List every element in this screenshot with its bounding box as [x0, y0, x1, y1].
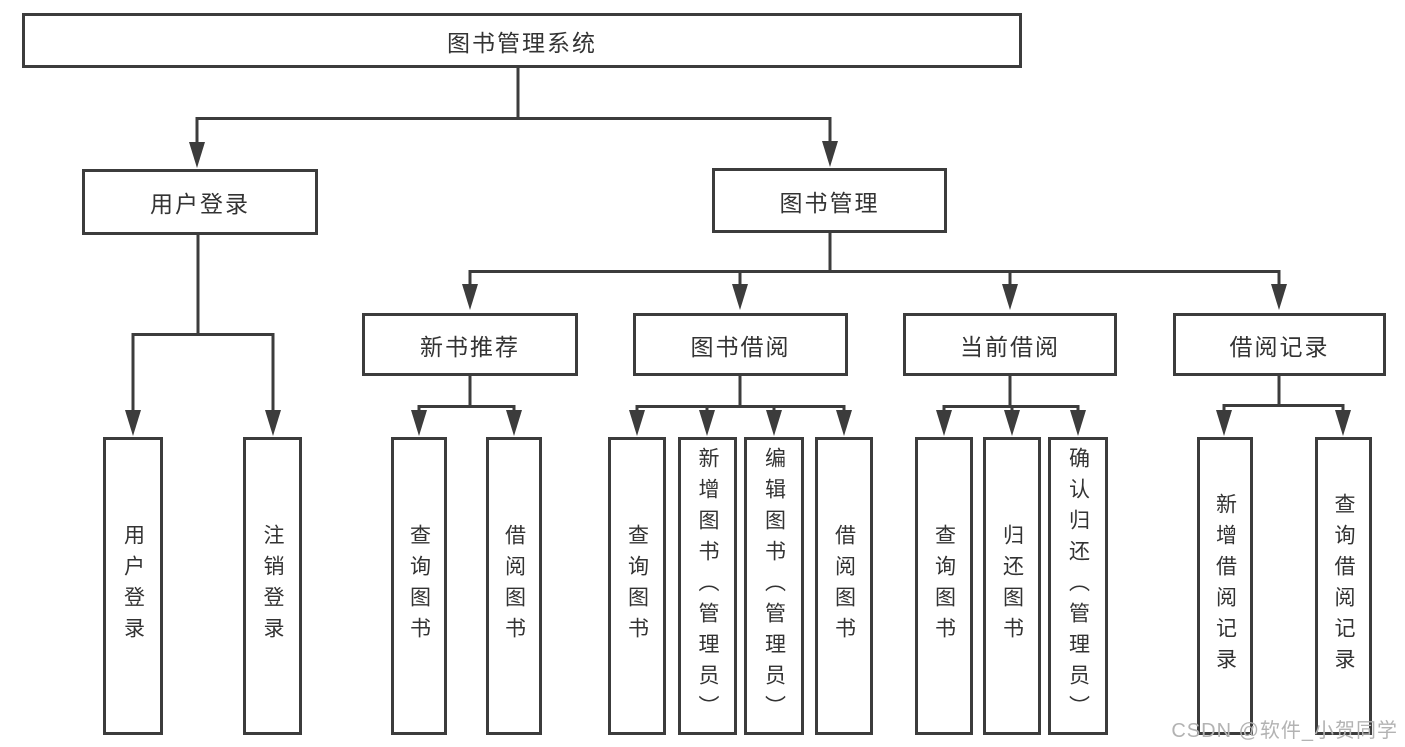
node-leaf-borrow-query-books-label: 查询图书 [625, 524, 649, 648]
node-leaf-current-return-books-label: 归还图书 [1000, 524, 1024, 648]
node-borrow-records: 借阅记录 [1173, 313, 1386, 376]
connector-recommend-to-children [411, 376, 522, 436]
node-book-borrow-label: 图书借阅 [690, 333, 791, 360]
node-user-login-label: 用户登录 [150, 191, 250, 217]
node-leaf-records-add-record: 新增借阅记录 [1197, 437, 1253, 735]
connector-current-to-children [936, 376, 1086, 436]
node-leaf-recommend-query-books-label: 查询图书 [407, 524, 431, 648]
node-leaf-borrow-borrow-books: 借阅图书 [815, 437, 873, 735]
node-root-label: 图书管理系统 [447, 29, 597, 56]
node-leaf-logout-label: 注销登录 [261, 524, 284, 648]
node-leaf-borrow-borrow-books-label: 借阅图书 [832, 524, 856, 648]
node-user-login: 用户登录 [82, 169, 318, 235]
node-leaf-records-add-record-label: 新增借阅记录 [1213, 493, 1237, 679]
node-leaf-borrow-add-books-admin: 新增图书（管理员） [678, 437, 737, 735]
node-leaf-user-login-label: 用户登录 [121, 524, 145, 648]
node-current-borrow: 当前借阅 [903, 313, 1117, 376]
connector-bookmgmt-to-level3 [462, 233, 1287, 310]
node-leaf-user-login: 用户登录 [103, 437, 163, 735]
node-leaf-borrow-add-books-admin-label: 新增图书（管理员） [696, 446, 719, 726]
node-leaf-recommend-query-books: 查询图书 [391, 437, 447, 735]
node-root: 图书管理系统 [22, 13, 1022, 68]
csdn-watermark: CSDN @软件_小贺同学 [1171, 720, 1398, 742]
node-leaf-recommend-borrow-books-label: 借阅图书 [502, 524, 526, 648]
node-leaf-records-query-record: 查询借阅记录 [1315, 437, 1372, 735]
node-leaf-current-query-books-label: 查询图书 [932, 524, 956, 648]
node-leaf-current-query-books: 查询图书 [915, 437, 973, 735]
node-borrow-records-label: 借阅记录 [1229, 333, 1330, 360]
node-new-book-recommend-label: 新书推荐 [420, 333, 520, 360]
node-leaf-logout: 注销登录 [243, 437, 302, 735]
node-leaf-borrow-query-books: 查询图书 [608, 437, 666, 735]
connector-borrow-to-children [629, 376, 852, 436]
node-current-borrow-label: 当前借阅 [960, 333, 1060, 360]
node-leaf-recommend-borrow-books: 借阅图书 [486, 437, 542, 735]
node-leaf-records-query-record-label: 查询借阅记录 [1332, 493, 1355, 679]
node-leaf-borrow-edit-books-admin: 编辑图书（管理员） [744, 437, 804, 735]
node-book-management-label: 图书管理 [779, 189, 880, 216]
node-new-book-recommend: 新书推荐 [362, 313, 578, 376]
node-book-management: 图书管理 [712, 168, 947, 233]
node-leaf-current-return-books: 归还图书 [983, 437, 1041, 735]
node-leaf-borrow-edit-books-admin-label: 编辑图书（管理员） [762, 446, 786, 726]
connector-root-to-level2 [189, 68, 838, 168]
connector-records-to-children [1216, 376, 1351, 436]
node-leaf-current-confirm-return-admin-label: 确认归还（管理员） [1066, 446, 1090, 726]
node-book-borrow: 图书借阅 [633, 313, 848, 376]
connector-userlogin-to-children [125, 235, 281, 436]
node-leaf-current-confirm-return-admin: 确认归还（管理员） [1048, 437, 1108, 735]
